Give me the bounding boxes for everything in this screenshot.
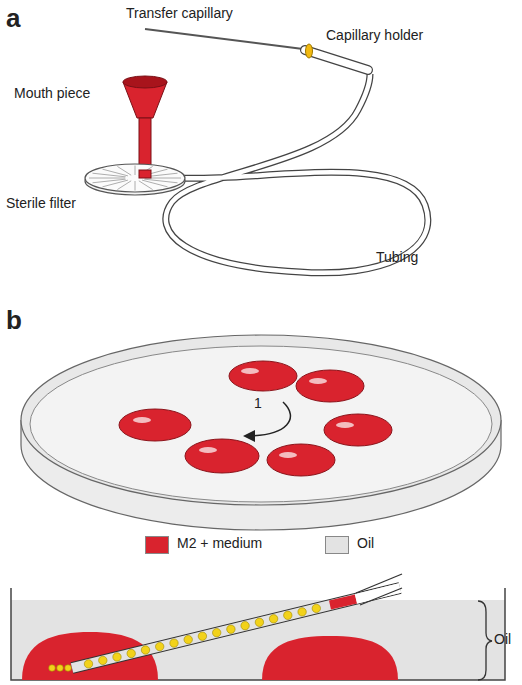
tubing — [166, 74, 428, 273]
medium-drop-section — [262, 636, 398, 680]
embryo — [113, 653, 121, 661]
medium-drop — [119, 409, 191, 441]
transfer-capillary — [145, 29, 303, 49]
part-label: Mouth piece — [14, 86, 90, 101]
medium-drop — [296, 370, 364, 402]
embryo — [241, 622, 249, 630]
filter-ray — [93, 179, 126, 183]
embryo — [227, 625, 235, 633]
part-label: Transfer capillary — [126, 6, 233, 21]
capillary-holder-inner — [305, 50, 368, 70]
capillary-section — [72, 588, 400, 668]
filter-ray — [135, 181, 136, 191]
panel-letter: b — [6, 306, 22, 335]
embryo — [269, 615, 277, 623]
filter-ray — [102, 169, 127, 176]
filter-ray — [139, 181, 153, 190]
embryo — [156, 642, 164, 650]
embryo — [312, 604, 320, 612]
order-arrow — [246, 402, 290, 436]
embryo — [198, 632, 206, 640]
dish-section — [11, 588, 505, 680]
holder-ring — [306, 44, 313, 58]
filter-ray — [142, 180, 167, 187]
medium-drop — [267, 444, 335, 476]
embryo — [298, 608, 306, 616]
oil-bracket — [478, 601, 492, 680]
part-label: Tubing — [376, 250, 418, 265]
embryo — [99, 656, 107, 664]
legend-swatch — [325, 536, 349, 554]
filter-ray — [89, 178, 125, 179]
embryo — [213, 629, 221, 637]
filter-ray — [117, 166, 131, 175]
callout-number: 1 — [254, 396, 262, 411]
legend-text: Oil — [357, 536, 374, 551]
legend-swatch — [145, 536, 169, 554]
part-label: Oil — [494, 632, 511, 647]
embryo — [127, 649, 135, 657]
legend-text: M2 + medium — [177, 536, 262, 551]
sterile-filter-top — [85, 164, 185, 192]
medium-drop — [324, 414, 392, 446]
embryo — [184, 635, 192, 643]
embryo — [170, 639, 178, 647]
panel-letter: a — [6, 4, 20, 33]
capillary-section-inner — [72, 588, 400, 668]
mouth-piece-stem-end — [139, 170, 151, 178]
mouth-piece-rim — [123, 76, 167, 88]
part-label: Sterile filter — [6, 196, 76, 211]
embryo — [284, 611, 292, 619]
embryo — [255, 618, 263, 626]
medium-drop — [229, 361, 297, 391]
filter-ray — [135, 166, 136, 176]
tubing-inner — [166, 74, 428, 273]
part-label: Capillary holder — [326, 28, 423, 43]
embryo — [84, 660, 92, 668]
dish-rim — [21, 335, 501, 505]
capillary-holder — [305, 50, 368, 70]
capillary-medium — [330, 599, 356, 605]
embryo — [141, 646, 149, 654]
medium-drop — [185, 439, 259, 473]
dish-oil — [30, 346, 492, 502]
